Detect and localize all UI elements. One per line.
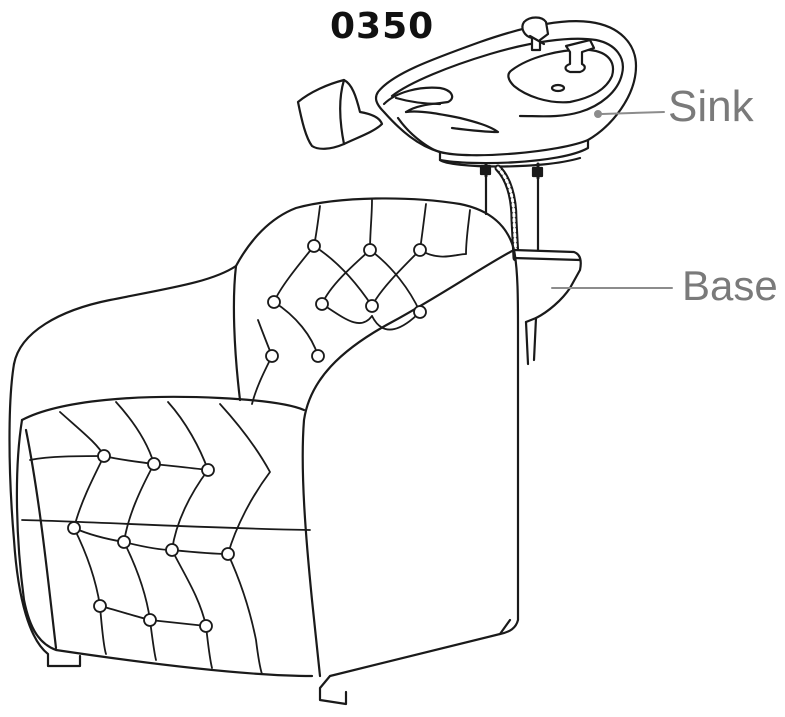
callout-leaders <box>551 110 673 289</box>
tuft-buttons <box>67 239 427 633</box>
sink-callout-dot <box>594 110 602 118</box>
sink-callout-label: Sink <box>668 82 754 131</box>
sink-bowl <box>374 16 638 168</box>
tufted-seat <box>29 401 271 675</box>
base-callout-label: Base <box>682 262 778 309</box>
chair-body <box>8 197 520 706</box>
neck-rest <box>296 78 384 150</box>
model-number: 0350 <box>330 6 435 47</box>
sink-callout-line <box>601 111 665 115</box>
tufted-backrest <box>251 199 471 405</box>
chair-base-unit <box>512 248 582 366</box>
